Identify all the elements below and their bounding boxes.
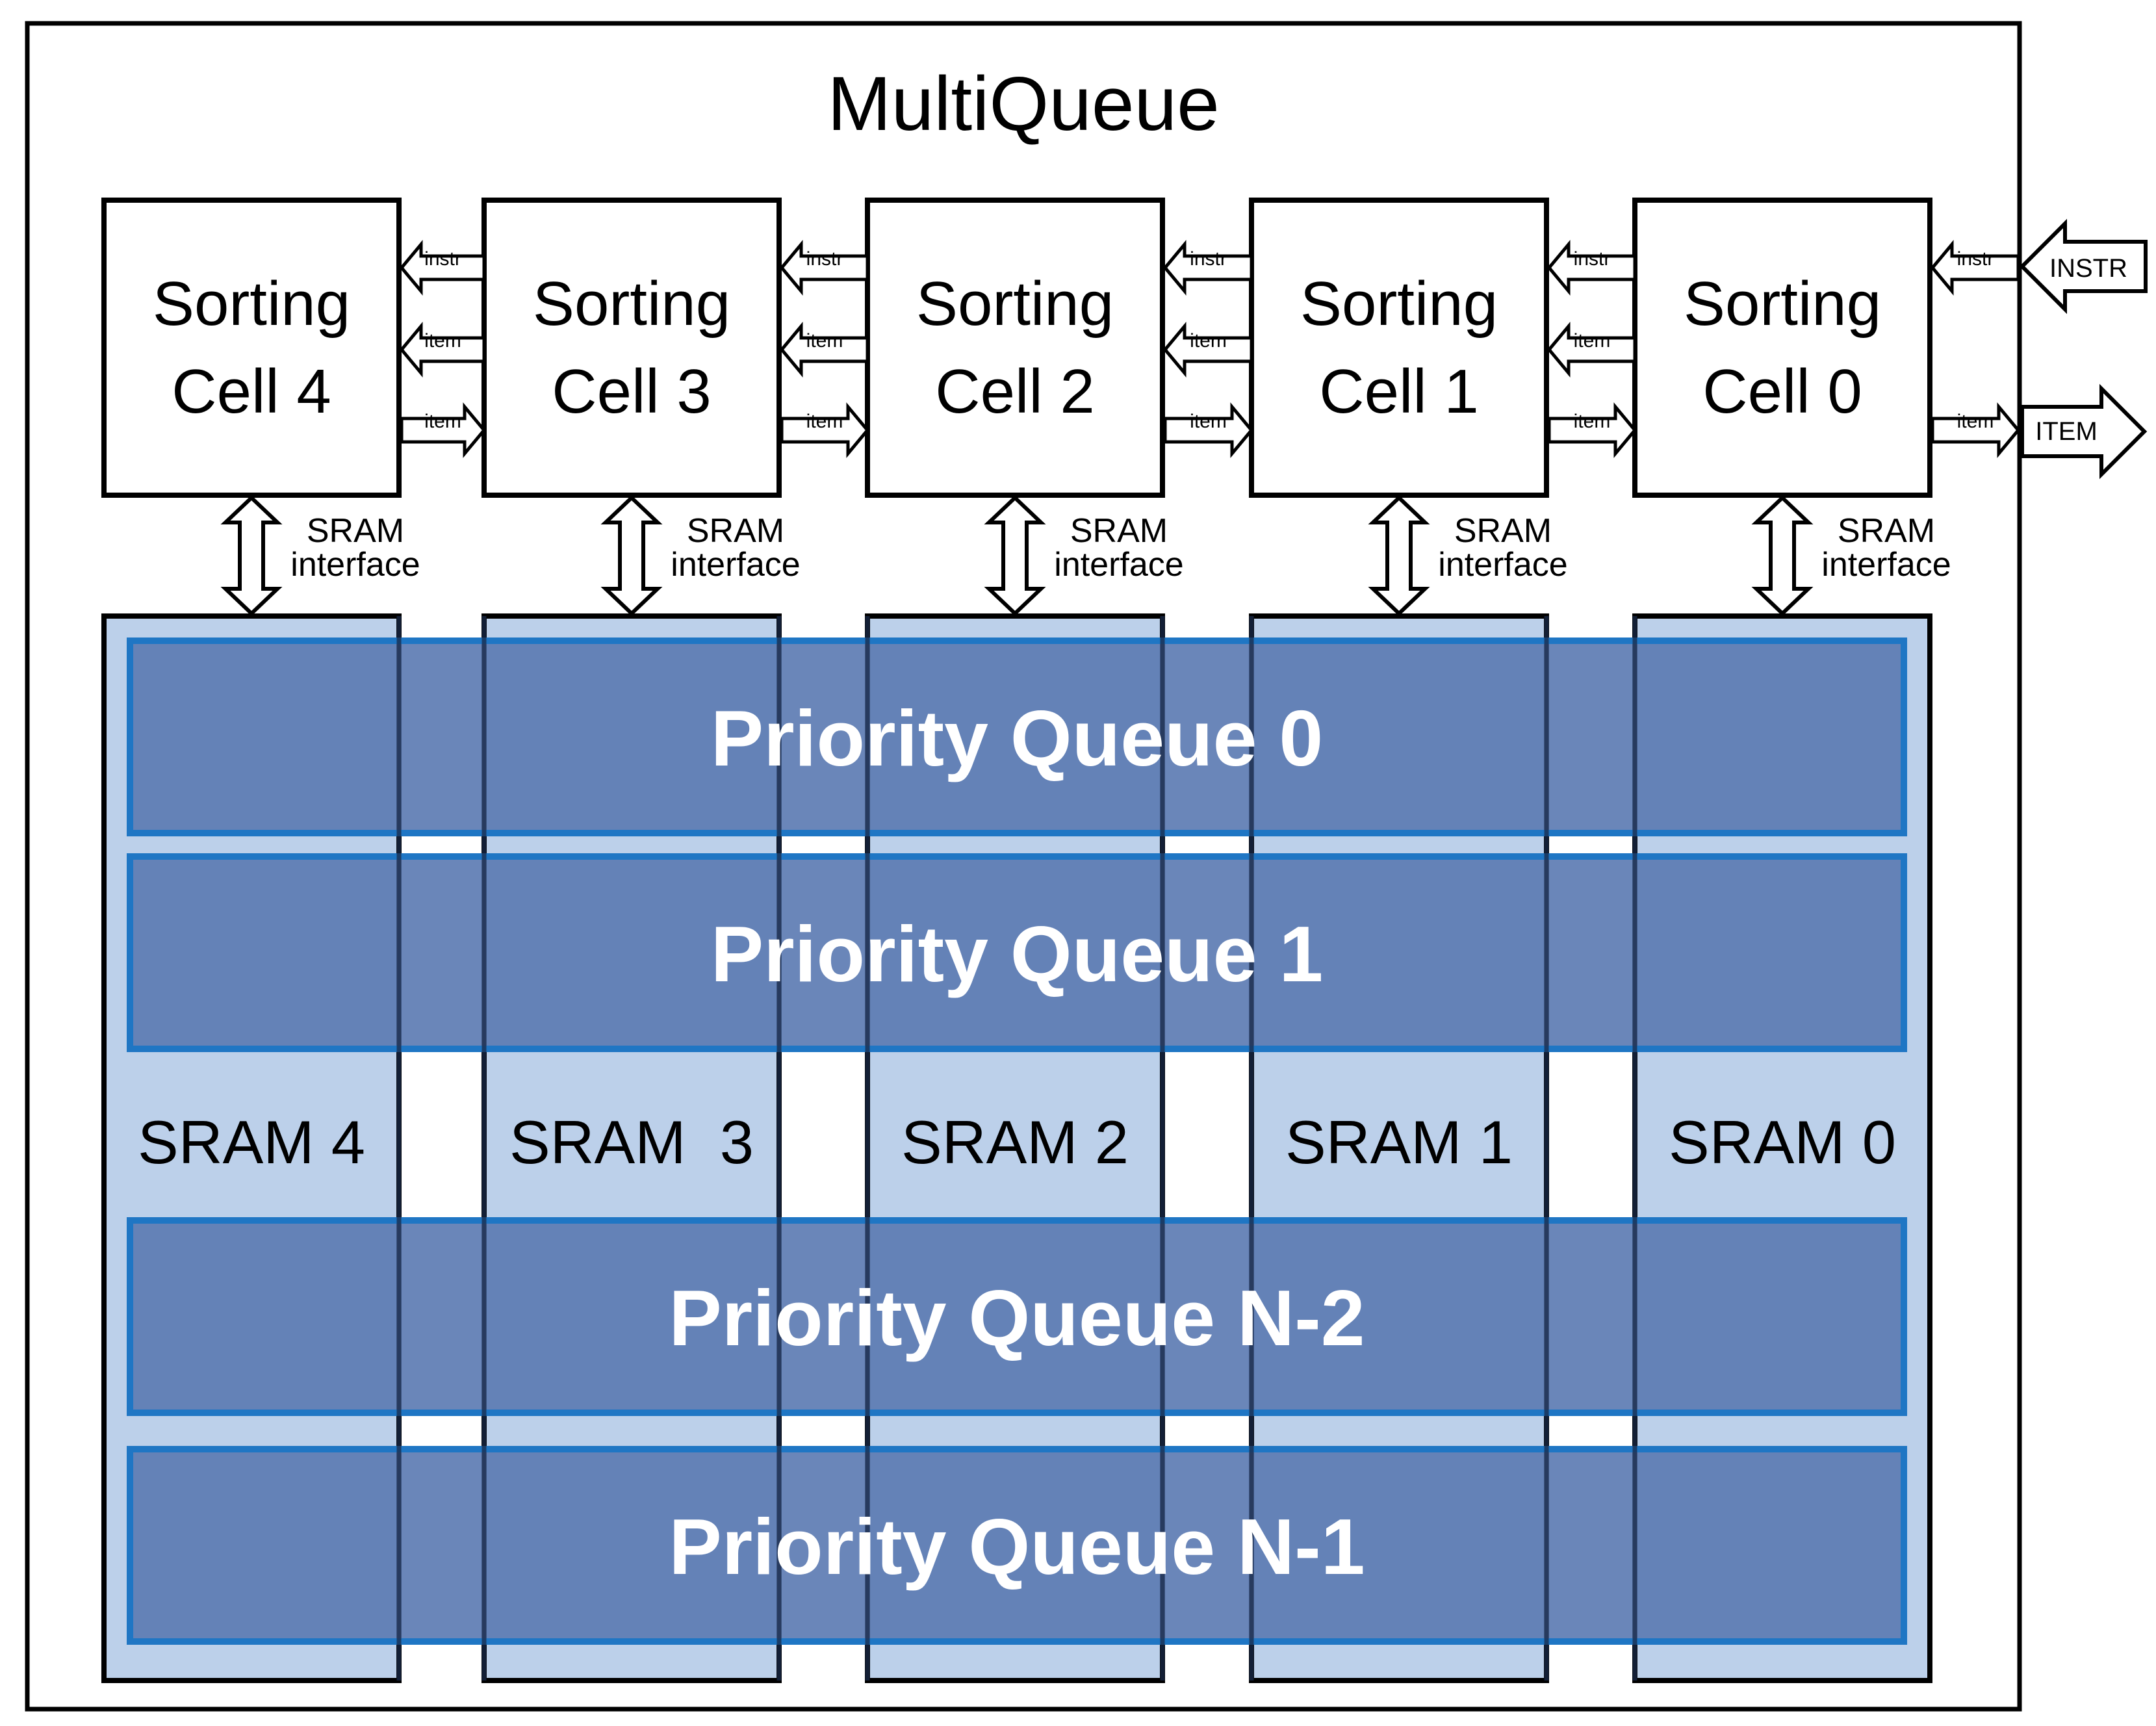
item-right-label-2-1: item — [1190, 411, 1227, 432]
sram-interface-label-2-line2: interface — [1054, 546, 1183, 584]
sram-interface-label-2-line1: SRAM — [1070, 512, 1168, 550]
item-left-label-3-2: item — [806, 330, 843, 352]
sram-interface-arrows: SRAMinterfaceSRAMinterfaceSRAMinterfaceS… — [220, 495, 1951, 617]
sram-interface-label-4-line2: interface — [290, 546, 420, 584]
sram-interface-label-1-line1: SRAM — [1454, 512, 1552, 550]
sram-interface-arrow-1 — [1368, 495, 1430, 617]
sram-interface-arrow-3 — [600, 495, 663, 617]
sram-3-label: SRAM 3 — [509, 1108, 754, 1176]
item-left-label-1-0: item — [1574, 330, 1611, 352]
priority-queue-0-label: Priority Queue 0 — [711, 694, 1323, 782]
sram-0-label: SRAM 0 — [1669, 1108, 1896, 1176]
instr-left-label-3-2: instr — [806, 248, 843, 270]
sorting-cell-2 — [865, 198, 1165, 498]
priority-queue-1-label: Priority Queue 1 — [711, 910, 1323, 998]
sorting-cell-0-line1: Sorting — [1684, 269, 1881, 339]
sram-4-label: SRAM 4 — [138, 1108, 365, 1176]
priority-queue-1-band — [127, 853, 1907, 1052]
sorting-cell-0-line2: Cell 0 — [1702, 357, 1862, 426]
diagram-title: MultiQueue — [827, 61, 1219, 147]
priority-queue-n-1-band — [127, 1446, 1907, 1645]
sram-1-label: SRAM 1 — [1285, 1108, 1513, 1176]
sorting-cell-1 — [1249, 198, 1549, 498]
item-right-label-0-ext: item — [1957, 411, 1994, 432]
instr-left-label-0-ext: instr — [1957, 248, 1994, 270]
item-right-arrow-1-0 — [1547, 402, 1637, 458]
sorting-cell-3 — [481, 198, 782, 498]
sram-interface-label-3-line2: interface — [671, 546, 800, 584]
sorting-cell-4 — [101, 198, 402, 498]
item-left-label-2-1: item — [1190, 330, 1227, 352]
priority-queue-0-band — [127, 638, 1907, 836]
sorting-cells — [101, 198, 1932, 498]
sram-2-label: SRAM 2 — [901, 1108, 1129, 1176]
instr-left-arrow-0-ext — [1930, 240, 2020, 296]
item-right-arrow-4-3 — [400, 402, 487, 458]
instr-left-label-4-3: instr — [424, 248, 461, 270]
item-right-label-4-3: item — [424, 411, 461, 432]
priority-queue-n-2-label: Priority Queue N-2 — [669, 1274, 1365, 1362]
sram-interface-arrow-4 — [220, 495, 283, 617]
item-left-arrow-2-1 — [1162, 322, 1253, 378]
sorting-cell-4-line1: Sorting — [153, 269, 350, 339]
item-right-arrow-2-1 — [1163, 402, 1254, 458]
instr-input-arrow — [2019, 218, 2148, 315]
sorting-cell-3-line1: Sorting — [533, 269, 730, 339]
instr-left-arrow-2-1 — [1162, 240, 1253, 296]
instr-left-arrow-1-0 — [1546, 240, 1637, 296]
instr-left-label-2-1: instr — [1190, 248, 1227, 270]
item-right-label-3-2: item — [806, 411, 843, 432]
item-left-arrow-3-2 — [779, 322, 869, 378]
instr-left-label-1-0: instr — [1574, 248, 1611, 270]
sram-interface-arrow-2 — [984, 495, 1046, 617]
item-output-label: ITEM — [2035, 417, 2098, 446]
priority-queue-n-1-label: Priority Queue N-1 — [669, 1502, 1365, 1591]
sram-column-borders — [396, 616, 1637, 1681]
instr-left-arrow-4-3 — [399, 240, 486, 296]
sram-interface-label-4-line1: SRAM — [307, 512, 404, 550]
item-left-label-4-3: item — [424, 330, 461, 352]
sram-interface-label-0-line2: interface — [1821, 546, 1951, 584]
sorting-cell-3-line2: Cell 3 — [552, 357, 711, 426]
instr-input-label: INSTR — [2049, 254, 2127, 283]
sorting-cell-2-line1: Sorting — [916, 269, 1114, 339]
sram-interface-label-3-line1: SRAM — [687, 512, 784, 550]
item-output-arrow — [2020, 383, 2148, 480]
sram-interface-arrow-0 — [1751, 495, 1814, 617]
inter-cell-links: instr item item instr item item instr item item i… — [399, 240, 2021, 458]
sorting-cell-4-line2: Cell 4 — [172, 357, 331, 426]
item-right-label-1-0: item — [1574, 411, 1611, 432]
instr-left-arrow-3-2 — [779, 240, 869, 296]
item-left-arrow-4-3 — [399, 322, 486, 378]
sorting-cell-1-line2: Cell 1 — [1319, 357, 1478, 426]
item-right-arrow-0-ext — [1931, 402, 2021, 458]
priority-queue-n-2-band — [127, 1217, 1907, 1416]
priority-queue-bands — [127, 638, 1907, 1645]
sorting-cell-2-line2: Cell 2 — [935, 357, 1094, 426]
item-right-arrow-3-2 — [780, 402, 870, 458]
sorting-cell-1-line1: Sorting — [1300, 269, 1498, 339]
sram-interface-label-1-line2: interface — [1438, 546, 1567, 584]
item-left-arrow-1-0 — [1546, 322, 1637, 378]
sorting-cell-0 — [1632, 198, 1932, 498]
sram-interface-label-0-line1: SRAM — [1838, 512, 1935, 550]
